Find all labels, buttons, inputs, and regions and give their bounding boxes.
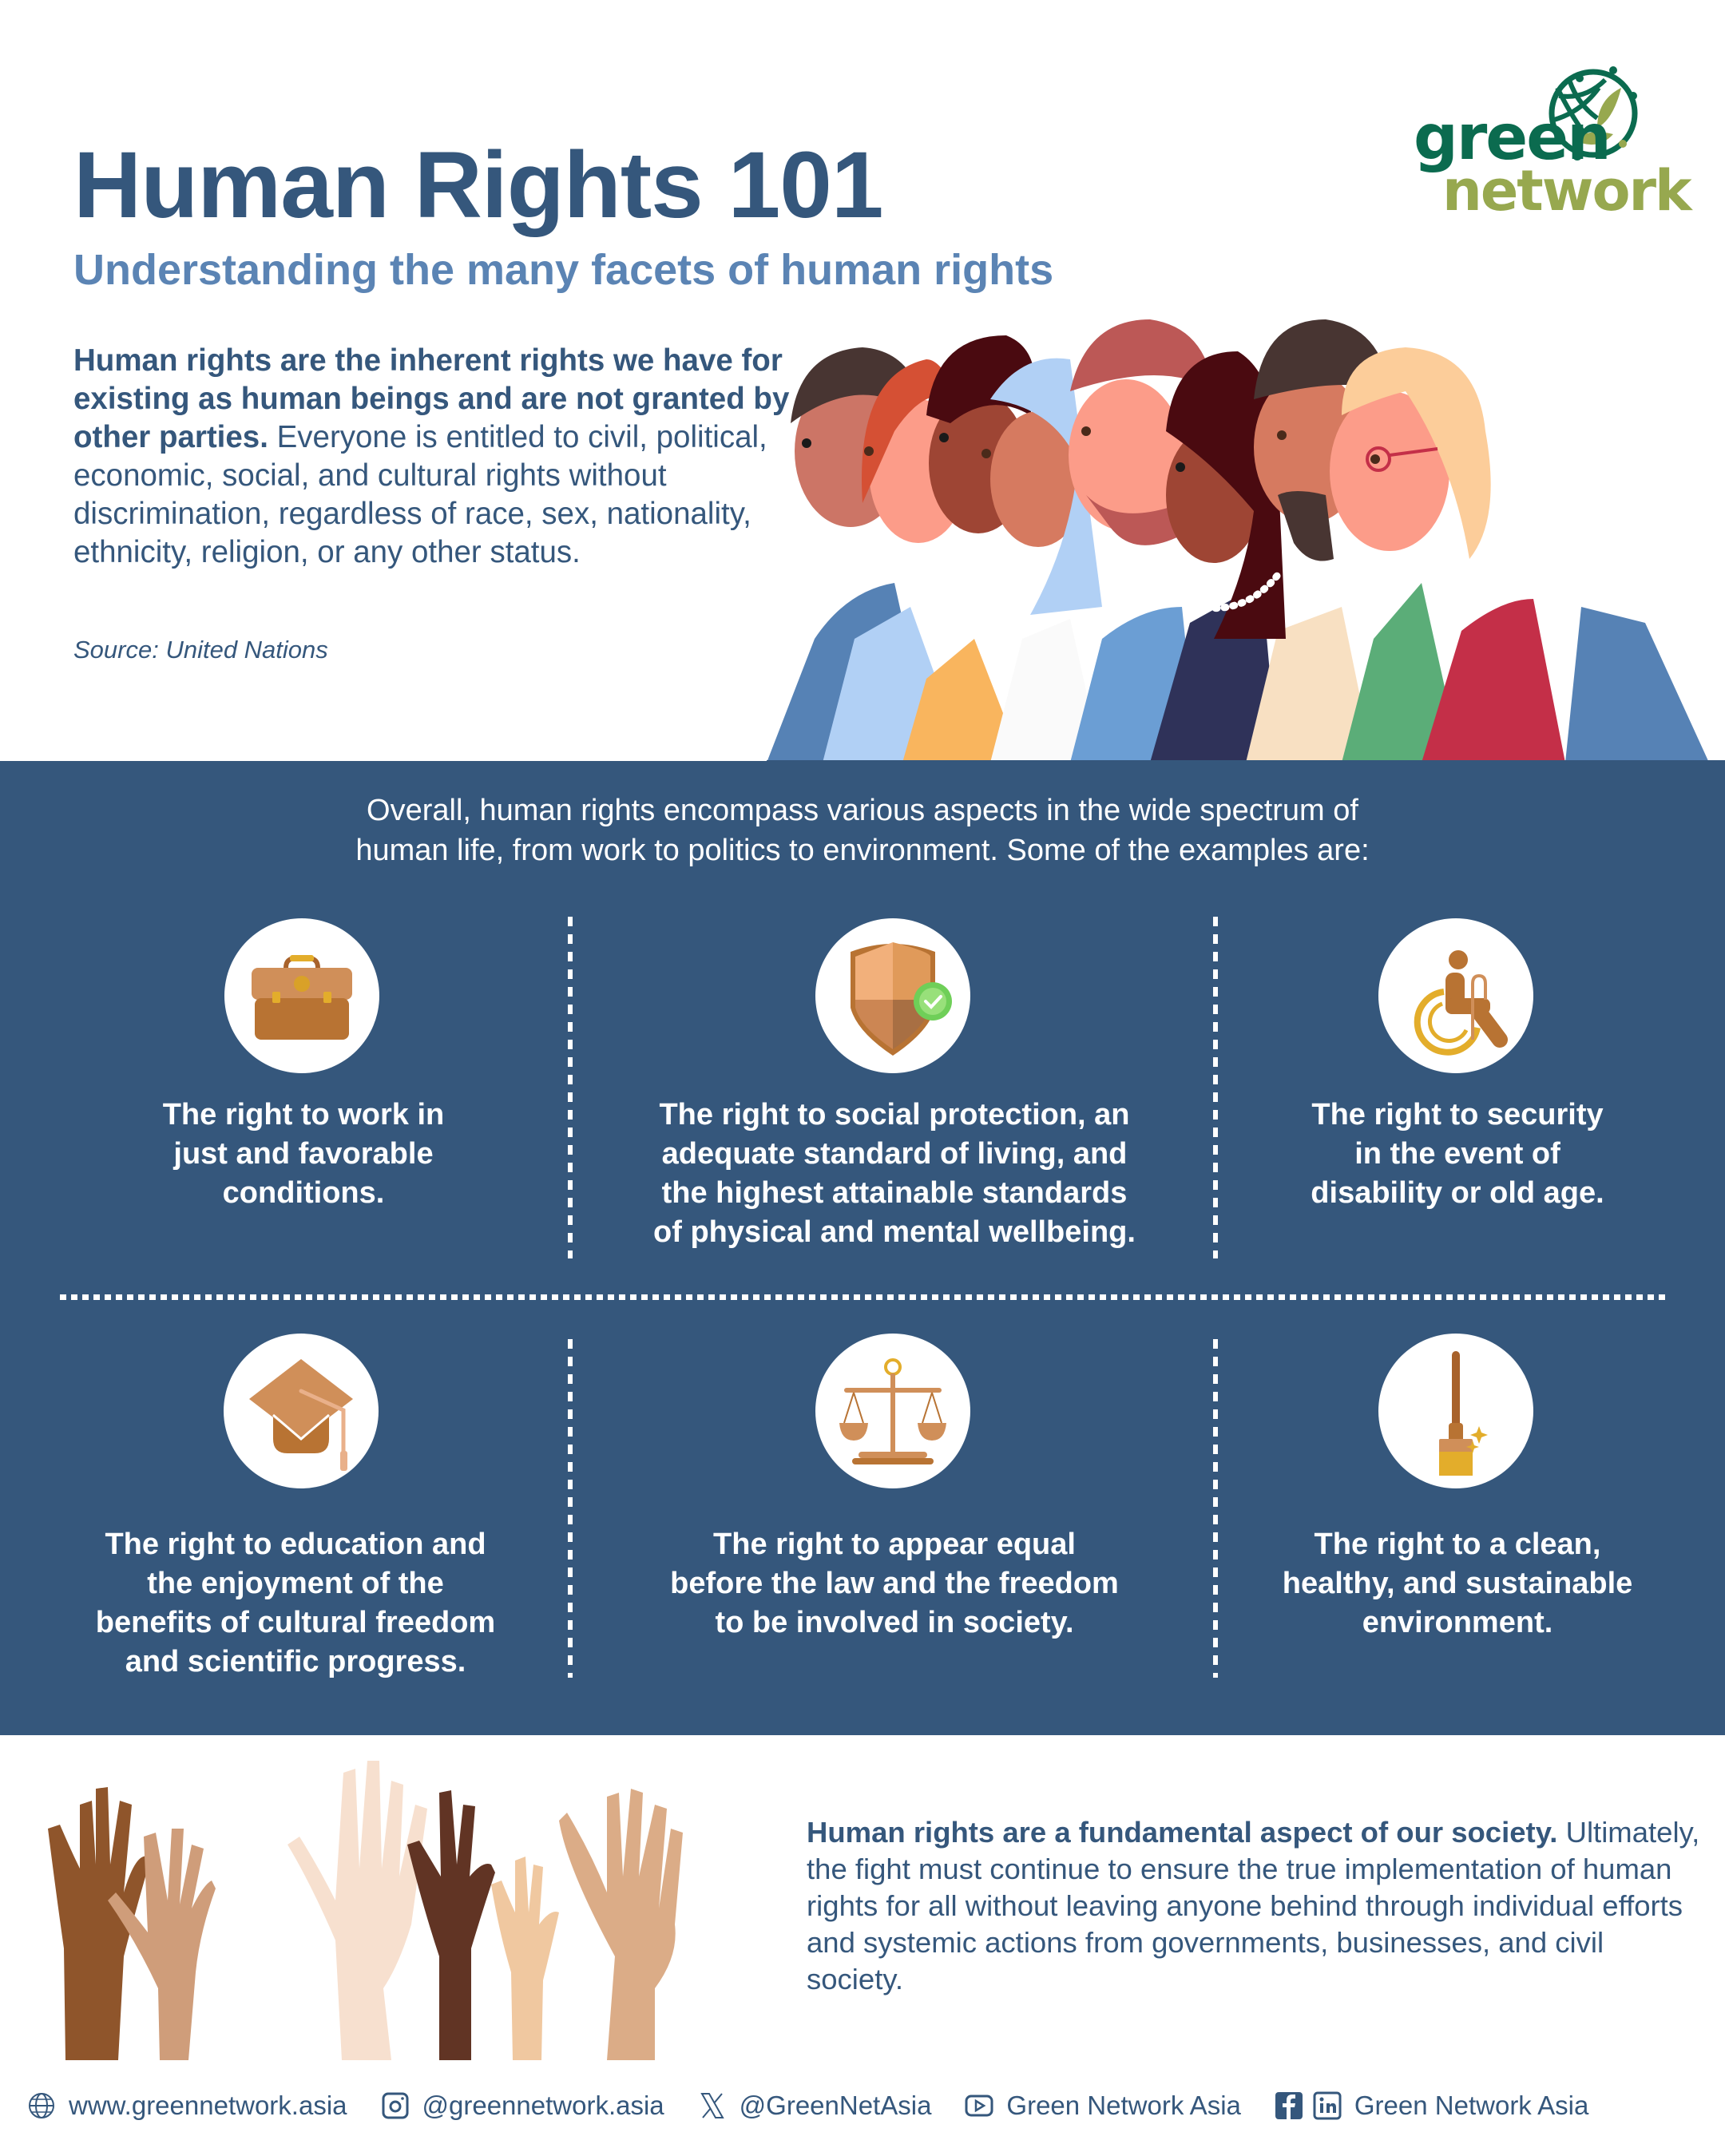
card-line: healthy, and sustainable — [1282, 1567, 1633, 1600]
logo-text-green: green — [1414, 102, 1612, 174]
linkedin-icon — [1313, 2091, 1342, 2120]
icon-circle — [815, 918, 970, 1073]
x-logo-icon — [700, 2093, 724, 2118]
instagram-link[interactable]: @greennetwork.asia — [381, 2091, 664, 2121]
icon-circle — [815, 1334, 970, 1488]
right-card-security: The right to security in the event of di… — [1234, 1096, 1681, 1213]
card-line: conditions. — [222, 1176, 385, 1210]
intro-bold: Human rights are the inherent rights we … — [73, 343, 790, 454]
card-line: in the event of — [1354, 1137, 1560, 1171]
raised-hands-illustration — [48, 1761, 683, 2060]
outro-bold: Human rights are a fundamental aspect of… — [807, 1816, 1558, 1849]
broom-icon — [1439, 1351, 1488, 1476]
intro-text: Everyone is entitled to civil, political… — [73, 420, 767, 569]
icon-circle — [1378, 918, 1533, 1073]
card-line: The right to appear equal — [713, 1528, 1076, 1561]
horizontal-divider — [60, 1294, 1667, 1300]
intro-paragraph: Human rights are the inherent rights we … — [73, 342, 808, 572]
vertical-divider — [568, 917, 573, 1258]
vertical-divider — [1213, 1339, 1218, 1678]
card-line: environment. — [1362, 1606, 1553, 1639]
x-text: @GreenNetAsia — [739, 2091, 932, 2120]
right-card-social-protection: The right to social protection, an adequ… — [591, 1096, 1198, 1252]
page-title: Human Rights 101 — [73, 133, 883, 238]
card-line: before the law and the freedom — [670, 1567, 1119, 1600]
facebook-linkedin-link[interactable]: Green Network Asia — [1275, 2091, 1588, 2121]
graduation-cap-icon — [249, 1359, 353, 1471]
x-link[interactable]: @GreenNetAsia — [698, 2091, 932, 2121]
rights-intro-line-2: human life, from work to politics to env… — [355, 834, 1370, 867]
wheelchair-icon — [1414, 950, 1508, 1056]
outro-text: Ultimately, the fight must continue to e… — [807, 1816, 1700, 1995]
card-line: and scientific progress. — [125, 1645, 466, 1678]
instagram-icon — [382, 2092, 408, 2119]
card-line: to be involved in society. — [715, 1606, 1074, 1639]
card-line: just and favorable — [173, 1137, 434, 1171]
rights-intro-line-1: Overall, human rights encompass various … — [367, 794, 1358, 827]
youtube-link[interactable]: Green Network Asia — [965, 2091, 1241, 2121]
facebook-linkedin-text: Green Network Asia — [1354, 2091, 1589, 2120]
icon-circle — [224, 918, 379, 1073]
briefcase-icon — [252, 955, 352, 1040]
website-text: www.greennetwork.asia — [69, 2091, 347, 2120]
card-line: disability or old age. — [1311, 1176, 1604, 1210]
instagram-text: @greennetwork.asia — [422, 2091, 664, 2120]
outro-paragraph: Human rights are a fundamental aspect of… — [807, 1814, 1701, 1998]
youtube-icon — [965, 2095, 993, 2117]
youtube-text: Green Network Asia — [1006, 2091, 1241, 2120]
footer-contacts: www.greennetwork.asia @greennetwork.asia… — [27, 2086, 1704, 2126]
card-line: the highest attainable standards — [661, 1176, 1128, 1210]
card-line: adequate standard of living, and — [661, 1137, 1128, 1171]
green-network-logo[interactable]: green network — [1414, 64, 1692, 224]
icon-circle — [224, 1334, 379, 1488]
logo-text-network: network — [1442, 158, 1692, 224]
website-link[interactable]: www.greennetwork.asia — [27, 2091, 347, 2121]
card-line: The right to education and — [105, 1528, 486, 1561]
card-line: of physical and mental wellbeing. — [653, 1215, 1136, 1249]
scales-of-justice-icon — [839, 1358, 946, 1464]
globe-leaf-icon — [1549, 66, 1638, 161]
right-card-education: The right to education and the enjoyment… — [56, 1525, 535, 1682]
diverse-people-illustration — [767, 319, 1725, 763]
card-line: benefits of cultural freedom — [95, 1606, 496, 1639]
source-citation: Source: United Nations — [73, 636, 328, 664]
card-line: The right to a clean, — [1314, 1528, 1601, 1561]
vertical-divider — [1213, 917, 1218, 1258]
facebook-icon — [1275, 2092, 1303, 2119]
card-line: The right to work in — [162, 1098, 445, 1132]
right-card-work: The right to work in just and favorable … — [72, 1096, 535, 1213]
vertical-divider — [568, 1339, 573, 1678]
right-card-equality: The right to appear equal before the law… — [591, 1525, 1198, 1643]
shield-check-icon — [851, 942, 952, 1056]
card-line: the enjoyment of the — [147, 1567, 444, 1600]
icon-circle — [1378, 1334, 1533, 1488]
right-card-environment: The right to a clean, healthy, and susta… — [1234, 1525, 1681, 1643]
page-subtitle: Understanding the many facets of human r… — [73, 246, 1054, 294]
globe-icon — [29, 2093, 54, 2118]
card-line: The right to security — [1311, 1098, 1604, 1132]
rights-intro: Overall, human rights encompass various … — [0, 791, 1725, 870]
card-line: The right to social protection, an — [659, 1098, 1130, 1132]
